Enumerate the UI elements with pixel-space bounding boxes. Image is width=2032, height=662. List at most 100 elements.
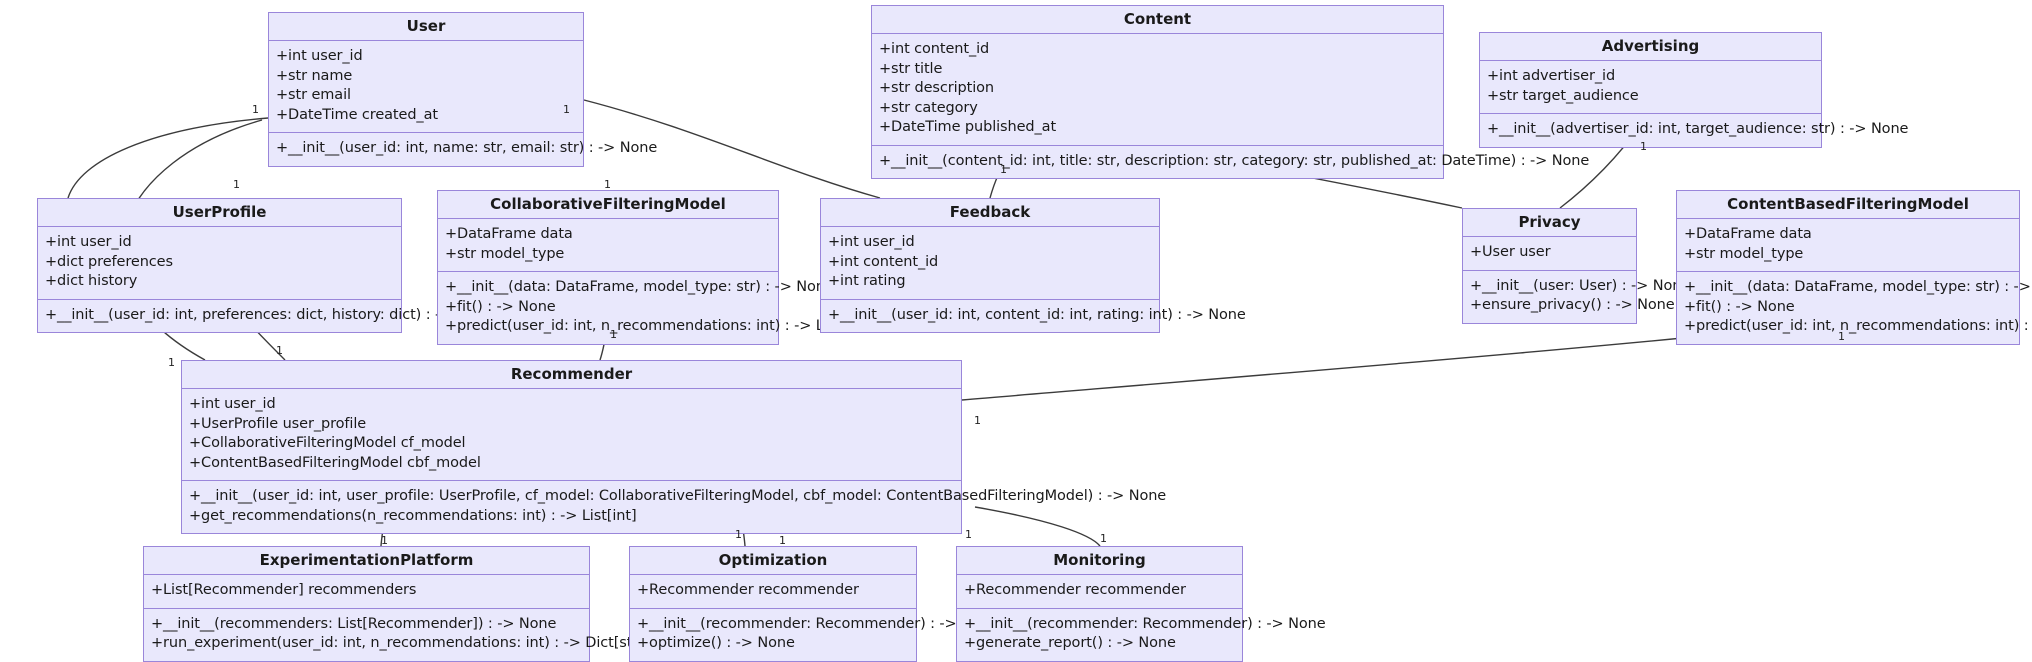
class-methods: +__init__(user_id: int, preferences: dic… xyxy=(38,299,495,332)
class-attributes: +int user_id+str name+str email+DateTime… xyxy=(269,41,583,133)
method-row: +__init__(content_id: int, title: str, d… xyxy=(879,152,1590,169)
multiplicity-label: 1 xyxy=(1640,140,1647,153)
multiplicity-label: 1 xyxy=(974,414,981,427)
class-methods: +__init__(user_id: int, name: str, email… xyxy=(269,133,658,166)
method-row: +__init__(recommender: Recommender) : ->… xyxy=(637,615,999,632)
method-row: +__init__(user_id: int, name: str, email… xyxy=(276,140,658,156)
class-methods: +__init__(data: DataFrame, model_type: s… xyxy=(438,272,871,344)
method-row: +__init__(user_id: int, user_profile: Us… xyxy=(189,488,1167,504)
class-attributes: +List[Recommender] recommenders xyxy=(144,575,589,609)
method-row: +__init__(data: DataFrame, model_type: s… xyxy=(1684,279,2032,295)
class-methods: +__init__(user_id: int, content_id: int,… xyxy=(821,299,1246,332)
class-title: Feedback xyxy=(821,199,1159,227)
class-methods: +__init__(user: User) : -> None +ensure_p… xyxy=(1463,270,1691,323)
attribute-row: +int content_id xyxy=(828,253,939,270)
class-attributes: +DataFrame data+str model_type xyxy=(438,219,778,272)
attribute-row: +User user xyxy=(1470,244,1551,260)
class-methods: +__init__(recommenders: List[Recommender… xyxy=(144,608,708,661)
attribute-row: +str description xyxy=(879,80,994,96)
uml-class-experimentation[interactable]: ExperimentationPlatform +List[Recommender… xyxy=(143,546,708,662)
uml-class-advertising[interactable]: Advertising+int advertiser_id+str target… xyxy=(1479,32,1909,148)
attribute-row: +dict history xyxy=(45,273,138,289)
class-title: UserProfile xyxy=(38,199,401,227)
attribute-row: +DataFrame data xyxy=(1684,226,1812,242)
method-row: +__init__(recommenders: List[Recommender… xyxy=(151,615,557,632)
attribute-row: +int user_id xyxy=(45,234,132,250)
class-title: Optimization xyxy=(630,547,916,575)
attribute-row: +CollaborativeFilteringModel cf_model xyxy=(189,435,466,451)
edge-recommender-monitoring xyxy=(974,506,1101,547)
class-title: Monitoring xyxy=(957,547,1242,575)
method-row: +__init__(user_id: int, content_id: int,… xyxy=(828,306,1246,323)
multiplicity-label: 1 xyxy=(779,534,786,547)
multiplicity-label: 1 xyxy=(252,103,259,116)
attribute-row: +int advertiser_id xyxy=(1487,68,1616,84)
class-methods: +__init__(recommender: Recommender) : ->… xyxy=(957,608,1326,661)
class-title: User xyxy=(269,13,583,41)
class-attributes: +User user xyxy=(1463,237,1636,271)
class-title: ExperimentationPlatform xyxy=(144,547,589,575)
attribute-row: +int content_id xyxy=(879,41,990,57)
class-attributes: +Recommender recommender xyxy=(630,575,916,609)
method-row: +__init__(user_id: int, preferences: dic… xyxy=(45,306,495,323)
method-row: +fit() : -> None xyxy=(445,298,556,315)
class-methods: +__init__(content_id: int, title: str, d… xyxy=(872,145,1590,178)
uml-class-content[interactable]: Content +int content_id +str title +str des… xyxy=(871,5,1590,179)
attribute-row: +UserProfile user_profile xyxy=(189,415,367,432)
multiplicity-label: 1 xyxy=(563,103,570,116)
multiplicity-label: 1 xyxy=(276,344,283,357)
method-row: +get_recommendations(n_recommendations: … xyxy=(189,507,637,524)
class-title: Recommender xyxy=(182,361,961,389)
multiplicity-label: 1 xyxy=(965,528,972,541)
multiplicity-label: 1 xyxy=(735,528,742,541)
multiplicity-label: 1 xyxy=(1000,163,1007,176)
attribute-row: +DataFrame data xyxy=(445,226,573,242)
attribute-row: +str category xyxy=(879,99,978,116)
multiplicity-label: 1 xyxy=(1100,532,1107,545)
class-title: Privacy xyxy=(1463,209,1636,237)
uml-class-monitoring[interactable]: Monitoring+Recommender recommender +__ini… xyxy=(956,546,1326,662)
uml-class-cfmodel[interactable]: CollaborativeFilteringModel+DataFrame da… xyxy=(437,190,871,345)
attribute-row: +ContentBasedFilteringModel cbf_model xyxy=(189,454,481,471)
uml-class-optimization[interactable]: Optimization +Recommender recommender +__i… xyxy=(629,546,999,662)
method-row: +fit() : -> None xyxy=(1684,298,1795,315)
class-attributes: +Recommender recommender xyxy=(957,575,1242,609)
multiplicity-label: 1 xyxy=(233,178,240,191)
attribute-row: +Recommender recommender xyxy=(637,582,859,598)
class-attributes: +DataFrame data +str model_type xyxy=(1677,219,2019,272)
class-attributes: +int user_id +dict preferences +dict histo… xyxy=(38,227,401,300)
attribute-row: +str title xyxy=(879,60,943,77)
multiplicity-label: 1 xyxy=(604,178,611,191)
uml-class-privacy[interactable]: Privacy +User user +__init__(user: User) :… xyxy=(1462,208,1691,324)
method-row: +optimize() : -> None xyxy=(637,635,795,651)
method-row: +__init__(recommender: Recommender) : ->… xyxy=(964,615,1326,632)
attribute-row: +int user_id xyxy=(189,396,276,412)
class-methods: +__init__(recommender: Recommender) : ->… xyxy=(630,608,999,661)
method-row: +ensure_privacy() : -> None xyxy=(1470,297,1675,313)
uml-class-userprofile[interactable]: UserProfile +int user_id +dict preferences… xyxy=(37,198,495,333)
class-title: Content xyxy=(872,6,1443,34)
method-row: +__init__(data: DataFrame, model_type: s… xyxy=(445,279,834,295)
attribute-row: +DateTime published_at xyxy=(879,119,1057,135)
class-title: CollaborativeFilteringModel xyxy=(438,191,778,219)
method-row: +predict(user_id: int, n_recommendations… xyxy=(445,318,871,334)
multiplicity-label: 1 xyxy=(610,328,617,341)
uml-class-feedback[interactable]: Feedback+int user_id+int content_id+int … xyxy=(820,198,1246,333)
uml-class-user[interactable]: User+int user_id+str name+str email+Date… xyxy=(268,12,658,167)
method-row: +generate_report() : -> None xyxy=(964,635,1176,651)
attribute-row: +DateTime created_at xyxy=(276,106,438,123)
method-row: +__init__(user: User) : -> None xyxy=(1470,277,1691,294)
class-methods: +__init__(user_id: int, user_profile: Us… xyxy=(182,481,1167,533)
class-title: ContentBasedFilteringModel xyxy=(1677,191,2019,219)
attribute-row: +int rating xyxy=(828,273,906,289)
class-methods: +__init__(advertiser_id: int, target_aud… xyxy=(1480,114,1909,147)
class-attributes: +int user_id +UserProfile user_profile +Co… xyxy=(182,389,961,481)
attribute-row: +str model_type xyxy=(1684,245,1804,262)
uml-class-cbfmodel[interactable]: ContentBasedFilteringModel+DataFrame dat… xyxy=(1676,190,2032,345)
multiplicity-label: 1 xyxy=(168,356,175,369)
uml-class-recommender[interactable]: Recommender +int user_id +UserProfile user… xyxy=(181,360,1167,534)
attribute-row: +List[Recommender] recommenders xyxy=(151,582,417,598)
attribute-row: +dict preferences xyxy=(45,253,173,270)
method-row: +__init__(advertiser_id: int, target_aud… xyxy=(1487,121,1909,137)
